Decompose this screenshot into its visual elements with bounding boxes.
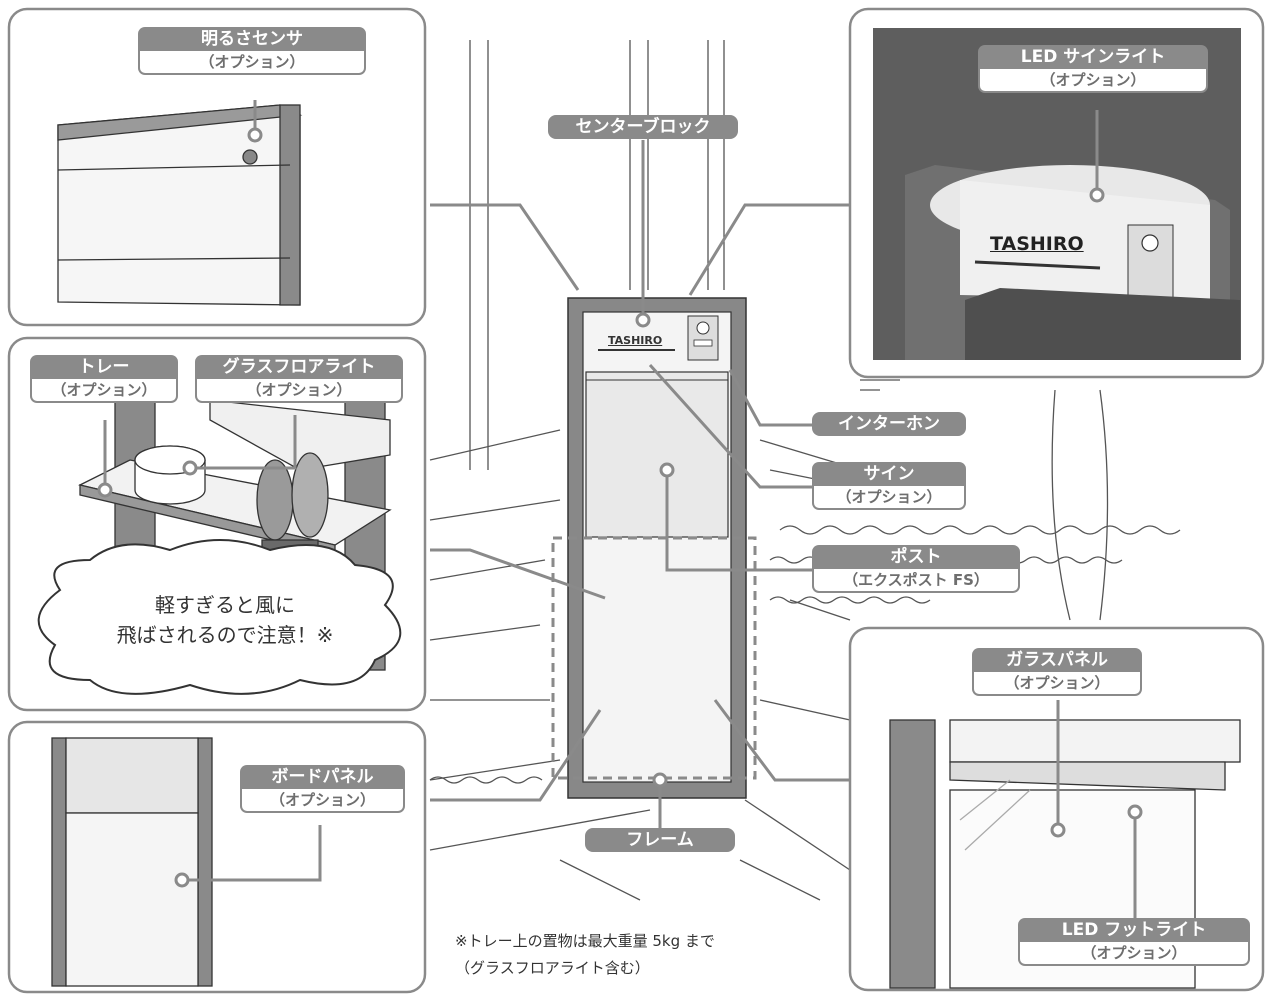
inset-board-panel <box>51 737 322 987</box>
label-sub: （オプション） <box>978 69 1208 93</box>
label-title: LED フットライト <box>1018 918 1250 942</box>
label-sub: （オプション） <box>972 672 1142 696</box>
inset-brightness-sensor <box>57 100 303 306</box>
label-sub: （オプション） <box>138 51 366 75</box>
label-title: グラスフロアライト <box>195 355 403 379</box>
label-title: 明るさセンサ <box>138 27 366 51</box>
footnote-line-2: （グラスフロアライト含む） <box>455 959 650 977</box>
nameplate-main: TASHIRO <box>608 334 663 347</box>
label-sub: （オプション） <box>30 379 178 403</box>
label-board-panel: ボードパネル （オプション） <box>240 765 405 813</box>
caution-bubble-shape <box>37 539 402 695</box>
label-title: フレーム <box>585 828 735 852</box>
label-sub: （オプション） <box>240 789 405 813</box>
label-sub: （オプション） <box>812 486 966 510</box>
label-glass-panel: ガラスパネル （オプション） <box>972 648 1142 696</box>
leader-lines <box>430 140 850 835</box>
label-tray: トレー （オプション） <box>30 355 178 403</box>
caution-bubble-text: 軽すぎると風に 飛ばされるので注意！※ <box>60 590 390 650</box>
label-sub: （エクスポスト FS） <box>812 569 1020 593</box>
label-brightness-sensor: 明るさセンサ （オプション） <box>138 27 366 75</box>
label-frame: フレーム <box>585 828 735 852</box>
bubble-line-1: 軽すぎると風に <box>155 593 295 617</box>
footnote-line-1: ※トレー上の置物は最大重量 5kg まで <box>455 932 715 950</box>
label-title: センターブロック <box>548 115 738 139</box>
footnote: ※トレー上の置物は最大重量 5kg まで （グラスフロアライト含む） <box>455 928 715 982</box>
label-sub: （オプション） <box>1018 942 1250 966</box>
label-title: ガラスパネル <box>972 648 1142 672</box>
label-title: LED サインライト <box>978 45 1208 69</box>
label-sign: サイン （オプション） <box>812 462 966 510</box>
main-product <box>551 297 757 799</box>
label-title: ポスト <box>812 545 1020 569</box>
bubble-line-2: 飛ばされるので注意！※ <box>116 623 334 647</box>
label-title: インターホン <box>812 412 966 436</box>
label-glass-floor-light: グラスフロアライト （オプション） <box>195 355 403 403</box>
label-title: サイン <box>812 462 966 486</box>
label-post: ポスト （エクスポスト FS） <box>812 545 1020 593</box>
label-intercom: インターホン <box>812 412 966 436</box>
nameplate-inset: TASHIRO <box>990 233 1084 255</box>
label-title: ボードパネル <box>240 765 405 789</box>
background-scene <box>429 40 1181 901</box>
label-center-block: センターブロック <box>548 115 738 139</box>
label-led-foot-light: LED フットライト （オプション） <box>1018 918 1250 966</box>
label-title: トレー <box>30 355 178 379</box>
label-sub: （オプション） <box>195 379 403 403</box>
label-led-sign-light: LED サインライト （オプション） <box>978 45 1208 93</box>
